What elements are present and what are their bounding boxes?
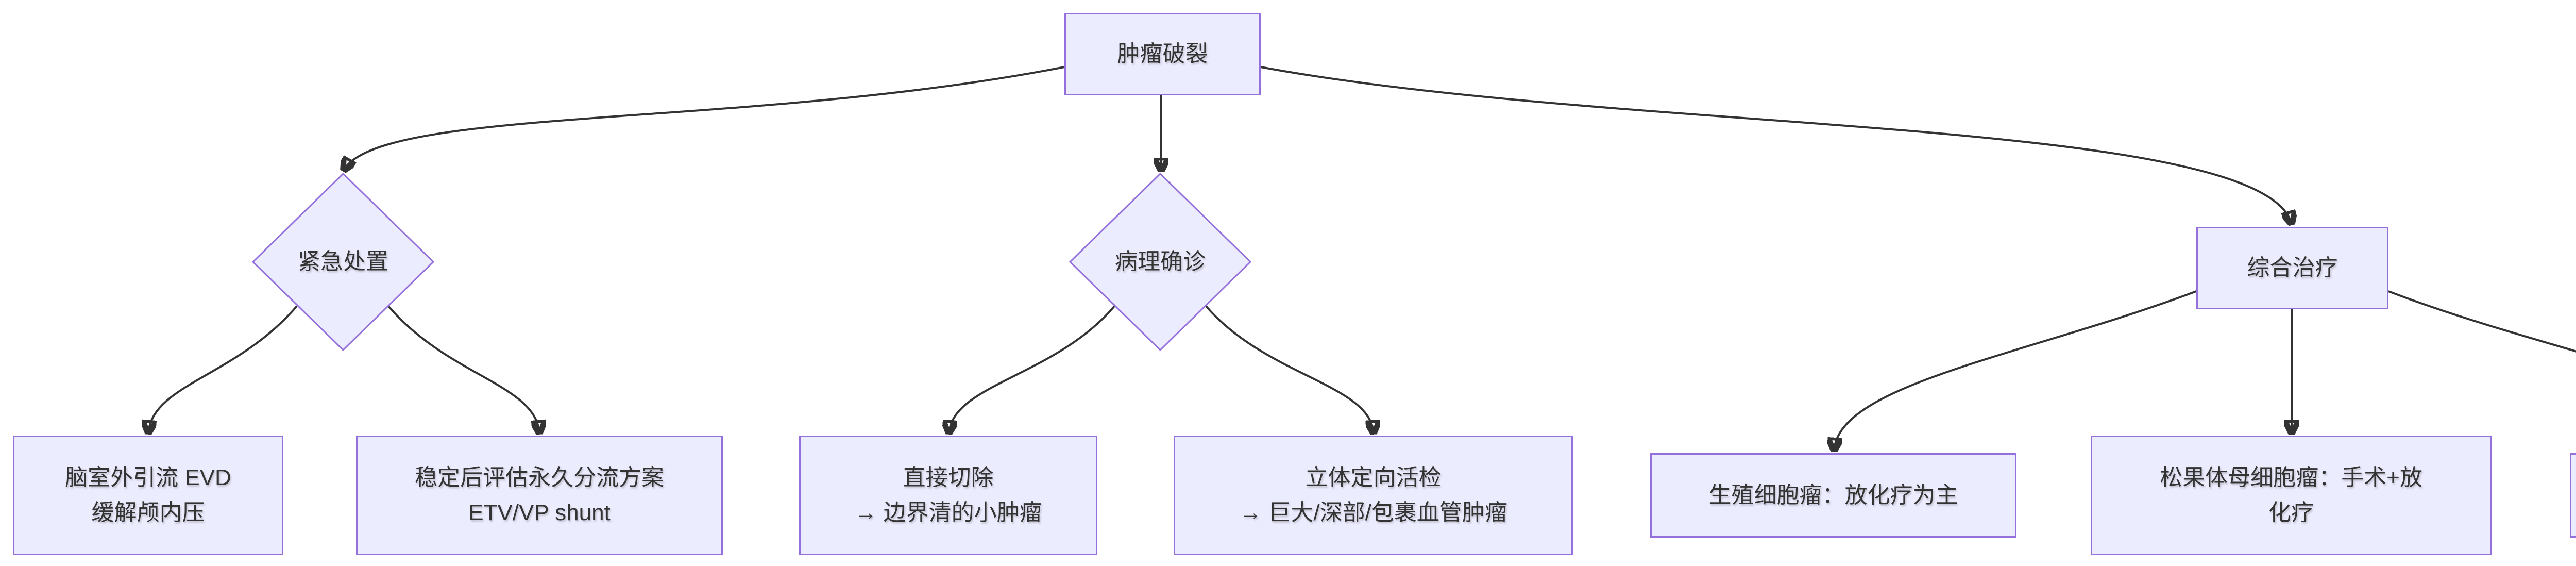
node-label: 缓解颅内压	[91, 500, 205, 525]
node-comprehensive-treatment: 综合治疗	[2196, 227, 2388, 309]
diamond-shape	[251, 173, 435, 351]
edge-comprehensive-germinoma	[1834, 290, 2197, 451]
node-label: ETV/VP shunt	[468, 500, 611, 525]
node-label: 紧急处置	[298, 248, 388, 274]
edge-emergency-shunt	[387, 305, 539, 433]
edge-pathology-resection	[949, 305, 1115, 433]
node-label: 稳定后评估永久分流方案	[415, 464, 664, 490]
node-label: → 巨大/深部/包裹血管肿瘤	[1239, 500, 1507, 525]
node-label: 松果体母细胞瘤：手术+放	[2160, 464, 2422, 490]
node-pathological-diagnosis: 病理确诊	[1069, 173, 1252, 351]
node-direct-resection: 直接切除 → 边界清的小肿瘤	[799, 436, 1097, 555]
diamond-shape	[1069, 173, 1252, 351]
edge-root-comprehensive	[1260, 66, 2292, 224]
node-label: → 边界清的小肿瘤	[854, 500, 1042, 525]
edge-emergency-evd	[148, 305, 298, 433]
node-widespread-metastasis: 广泛转移：全脑全脊髓放疗	[2570, 453, 2576, 538]
node-germinoma: 生殖细胞瘤：放化疗为主	[1650, 453, 2016, 538]
node-label: 脑室外引流 EVD	[65, 464, 231, 490]
node-label: 立体定向活检	[1305, 464, 1442, 490]
node-pineoblastoma: 松果体母细胞瘤：手术+放 化疗	[2091, 436, 2492, 555]
node-tumor-rupture: 肿瘤破裂	[1064, 13, 1261, 95]
node-label: 直接切除	[903, 464, 994, 490]
node-label: 化疗	[2268, 500, 2314, 525]
node-label: 综合治疗	[2247, 255, 2338, 280]
edge-root-emergency	[344, 66, 1065, 170]
node-label: 肿瘤破裂	[1117, 41, 1208, 66]
node-label: 病理确诊	[1115, 248, 1206, 274]
node-permanent-shunt-plan: 稳定后评估永久分流方案 ETV/VP shunt	[356, 436, 723, 555]
edge-pathology-biopsy	[1205, 305, 1374, 433]
node-emergency-management: 紧急处置	[251, 173, 435, 351]
node-label: 生殖细胞瘤：放化疗为主	[1708, 482, 1958, 508]
edge-comprehensive-metastasis	[2388, 290, 2576, 353]
node-evd-drainage: 脑室外引流 EVD 缓解颅内压	[13, 436, 283, 555]
node-stereotactic-biopsy: 立体定向活检 → 巨大/深部/包裹血管肿瘤	[1174, 436, 1573, 555]
